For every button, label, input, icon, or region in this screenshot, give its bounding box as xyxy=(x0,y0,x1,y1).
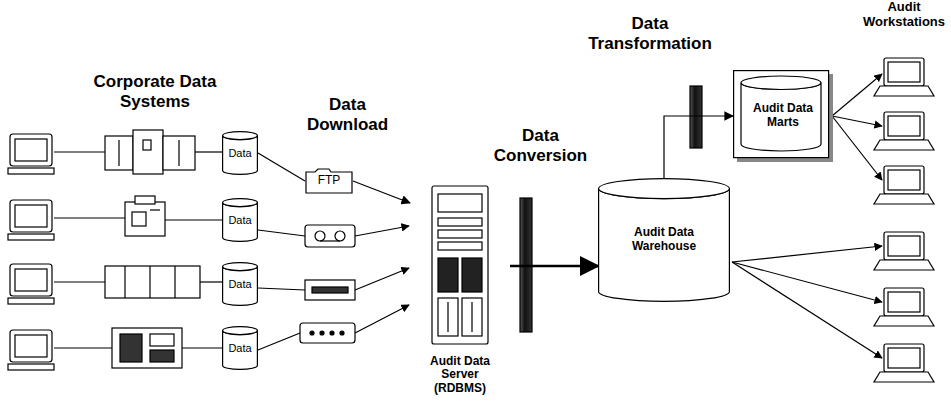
data-warehouse: Audit Data Warehouse xyxy=(598,178,730,302)
ftp-transfer: FTP xyxy=(305,168,353,194)
link-line xyxy=(182,347,222,348)
transfer-arrow xyxy=(355,305,409,333)
flow-connector xyxy=(664,116,733,178)
workstation xyxy=(874,232,934,270)
transfer-arrow xyxy=(355,226,409,236)
workstation xyxy=(874,166,934,204)
modem xyxy=(300,323,355,343)
mainframe xyxy=(105,130,195,174)
workstation xyxy=(874,58,934,96)
link-line xyxy=(54,217,125,218)
access-arrow xyxy=(732,262,882,302)
node-label: Data xyxy=(228,214,251,227)
transformation-filter xyxy=(690,86,702,148)
link-line xyxy=(165,219,222,220)
node-label: FTP xyxy=(318,174,341,188)
node-label: Audit Data Marts xyxy=(746,102,820,130)
node-label: Data xyxy=(228,147,251,160)
minicomputer xyxy=(125,196,165,236)
flow-connector xyxy=(353,181,410,203)
link-line xyxy=(258,333,300,350)
access-arrow xyxy=(832,116,882,126)
server-rack xyxy=(112,328,182,368)
section-heading: Data Conversion xyxy=(478,126,603,165)
link-line xyxy=(258,230,305,236)
access-arrow xyxy=(732,262,882,358)
link-line xyxy=(54,281,105,282)
workstation xyxy=(874,112,934,150)
section-heading: Audit Workstations xyxy=(858,0,950,30)
mainframe xyxy=(105,266,200,298)
data-marts: Audit Data Marts xyxy=(733,70,833,162)
data-store: Data xyxy=(222,326,258,370)
data-store: Data xyxy=(222,131,258,175)
access-arrow xyxy=(832,116,882,180)
flow-connector xyxy=(510,265,598,268)
terminal xyxy=(8,200,54,240)
section-heading: Data Transformation xyxy=(580,14,720,53)
data-store: Data xyxy=(222,198,258,242)
audit-data-server: Audit Data Server (RDBMS) xyxy=(410,184,510,398)
section-heading: Corporate Data Systems xyxy=(60,72,250,111)
link-line xyxy=(54,347,112,348)
node-label: Audit Data Warehouse xyxy=(602,226,726,254)
terminal xyxy=(8,264,54,304)
access-arrow xyxy=(732,246,882,262)
terminal xyxy=(8,134,54,174)
data-store: Data xyxy=(222,262,258,306)
tape-drive xyxy=(305,225,355,247)
flow-connector xyxy=(258,153,305,181)
link-line xyxy=(200,281,222,282)
node-label: Data xyxy=(228,278,251,291)
workstation xyxy=(874,288,934,326)
link-line xyxy=(258,288,305,290)
link-line xyxy=(195,151,222,152)
terminal xyxy=(8,330,54,370)
cartridge-drive xyxy=(305,280,355,300)
section-heading: Data Download xyxy=(300,95,395,134)
link-line xyxy=(54,151,105,152)
workstation xyxy=(874,344,934,382)
node-label: Data xyxy=(228,342,251,355)
access-arrow xyxy=(832,74,882,116)
node-label: Audit Data Server (RDBMS) xyxy=(414,355,506,396)
transfer-arrow xyxy=(355,268,409,290)
